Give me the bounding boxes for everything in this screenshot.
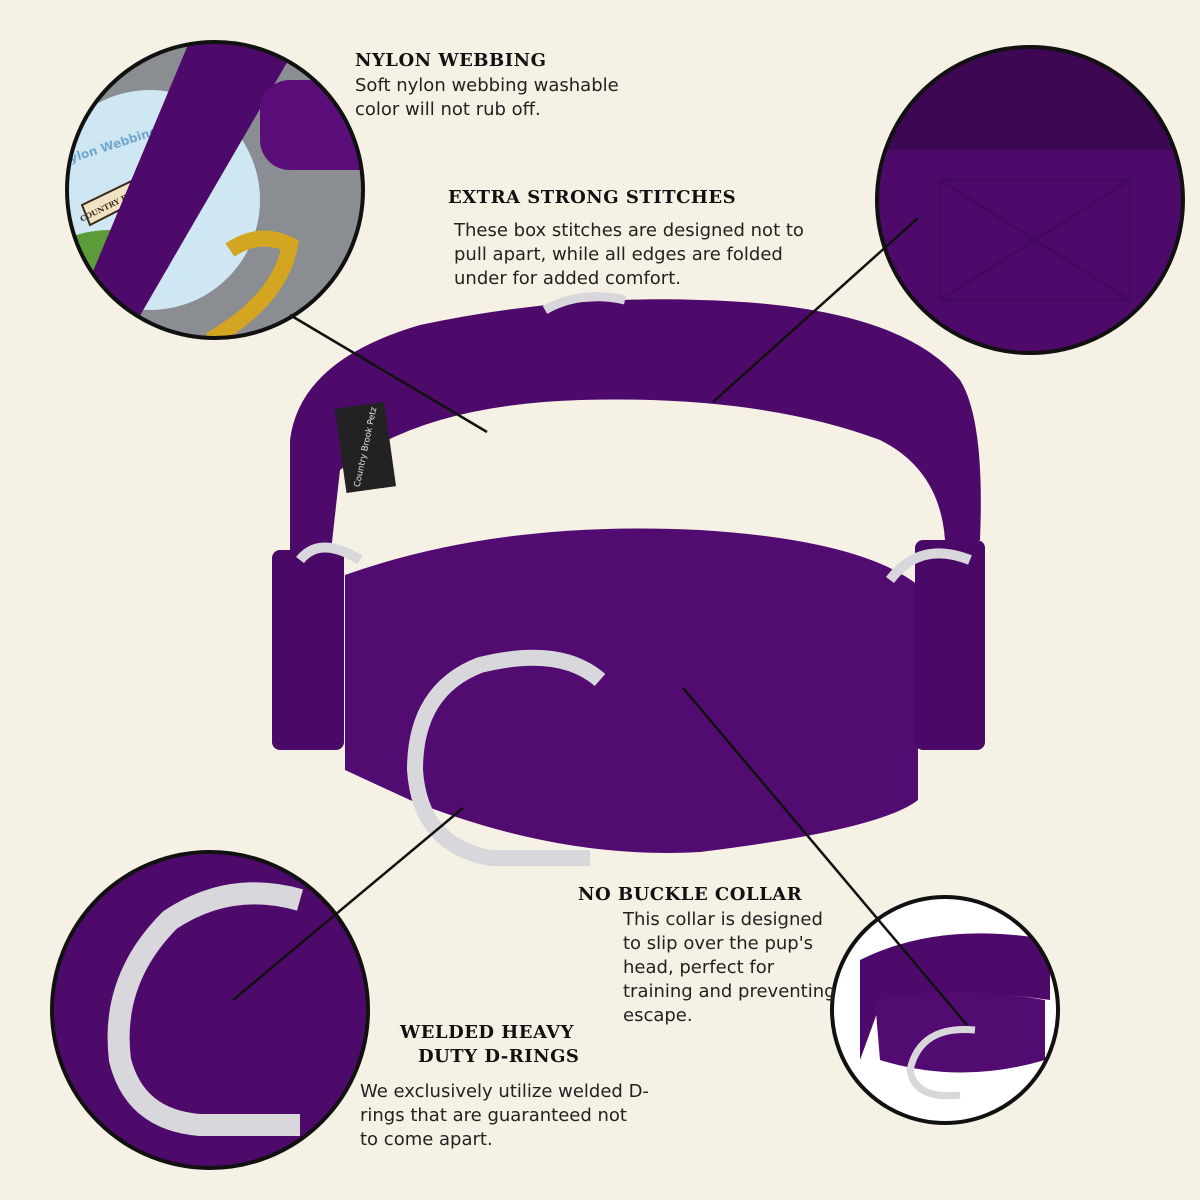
collar-front-band	[345, 528, 918, 853]
nylon-webbing-title: NYLON WEBBING	[355, 50, 547, 71]
drings-title-line2: DUTY D-RINGS	[418, 1046, 580, 1067]
drings-body: We exclusively utilize welded D-rings th…	[360, 1081, 649, 1150]
side-ring-left	[296, 542, 363, 565]
no-buckle-body: This collar is designed to slip over the…	[623, 909, 836, 1026]
inset-box-stitches	[877, 47, 1183, 353]
drings-title-line1: WELDED HEAVY	[400, 1022, 574, 1043]
leader-line-drings	[232, 807, 464, 1001]
leader-line-stitches	[712, 217, 919, 403]
brand-label	[334, 401, 397, 494]
no-buckle-title: NO BUCKLE COLLAR	[578, 884, 803, 905]
collar-back-band	[290, 299, 981, 560]
stitches-body: These box stitches are designed not to p…	[454, 220, 804, 289]
side-ring-right	[886, 548, 972, 584]
leader-line-no-buckle	[682, 687, 968, 1026]
inset-full-collar	[832, 897, 1058, 1123]
nylon-webbing-body: Soft nylon webbing washable color will n…	[355, 75, 619, 120]
d-ring	[406, 649, 606, 866]
inset-nylon-webbing: Nylon Webbing COUNTRY BROOK DESIGN	[67, 42, 363, 338]
stitches-title: EXTRA STRONG STITCHES	[448, 187, 737, 208]
inset-d-ring	[52, 852, 368, 1168]
leader-line-nylon	[289, 313, 488, 434]
collar-image: Country Brook Petz	[272, 292, 985, 866]
